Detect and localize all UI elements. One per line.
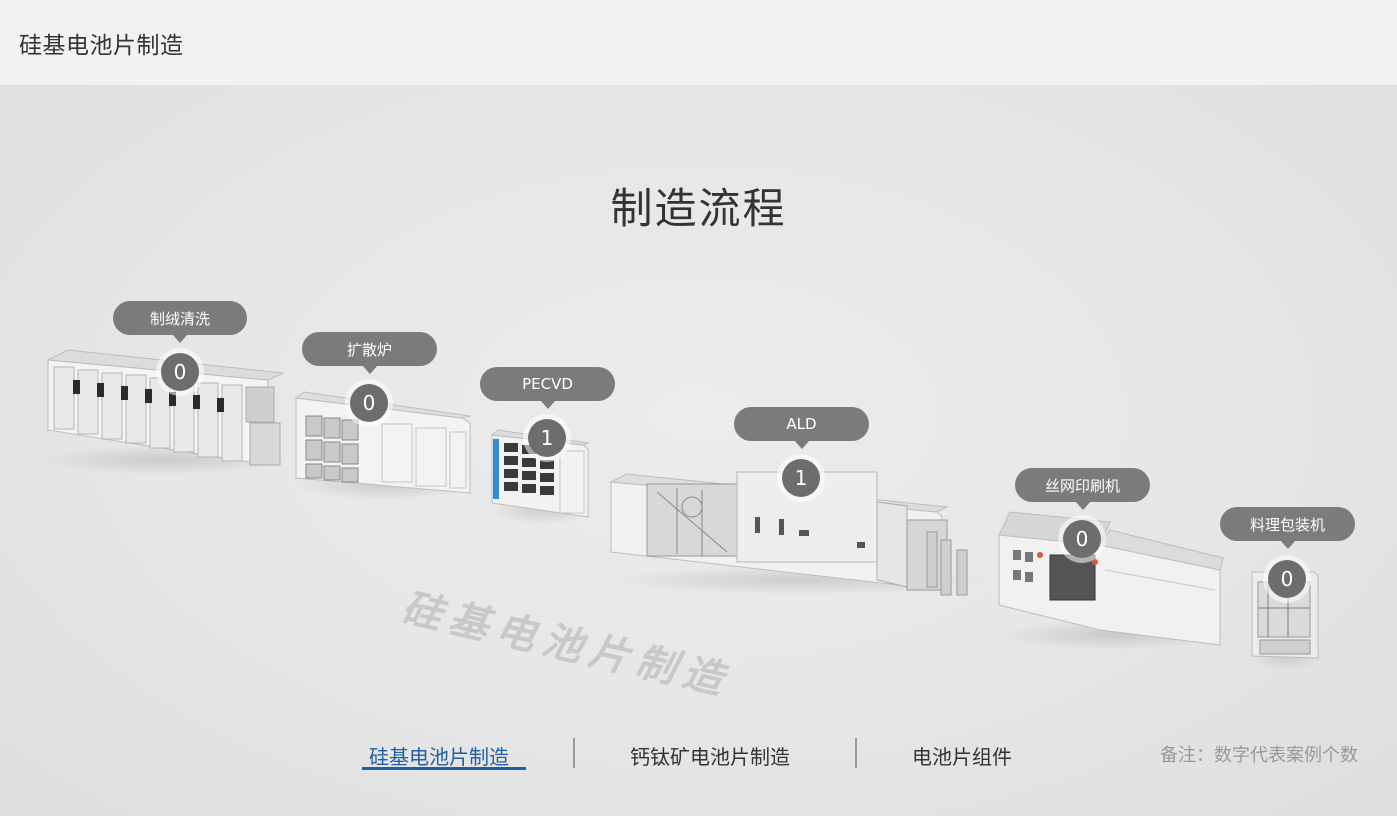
tab-cell-module[interactable]: 电池片组件 (912, 745, 1012, 769)
machine-screen-printer[interactable] (995, 510, 1225, 650)
step-label-screen-printer[interactable]: 丝网印刷机 (1015, 468, 1150, 510)
tab-divider (855, 738, 857, 768)
step-label-texturing-cleaning[interactable]: 制绒清洗 (113, 301, 247, 343)
step-label-packaging[interactable]: 料理包装机 (1220, 507, 1355, 549)
step-count-badge[interactable]: 0 (350, 384, 388, 422)
active-tab-underline (362, 767, 526, 770)
page-title: 硅基电池片制造 (19, 33, 184, 59)
machine-ald[interactable] (607, 462, 992, 607)
tab-perovskite-cell-manufacturing[interactable]: 钙钛矿电池片制造 (630, 745, 790, 769)
machine-diffusion-furnace[interactable] (292, 388, 474, 498)
step-count-badge[interactable]: 0 (161, 353, 199, 391)
step-count-badge[interactable]: 0 (1063, 520, 1101, 558)
step-count-badge[interactable]: 0 (1268, 560, 1306, 598)
section-title: 制造流程 (610, 184, 787, 233)
tab-silicon-cell-manufacturing[interactable]: 硅基电池片制造 (369, 745, 509, 769)
step-count-badge[interactable]: 1 (528, 419, 566, 457)
top-bar: 硅基电池片制造 (0, 0, 1397, 85)
machine-texturing-cleaning[interactable] (38, 345, 288, 470)
step-count-badge[interactable]: 1 (782, 459, 820, 497)
tab-divider (573, 738, 575, 768)
step-label-ald[interactable]: ALD (734, 407, 869, 449)
step-label-diffusion-furnace[interactable]: 扩散炉 (302, 332, 437, 374)
footnote-text: 备注：数字代表案例个数 (1160, 745, 1358, 766)
step-label-pecvd[interactable]: PECVD (480, 367, 615, 409)
